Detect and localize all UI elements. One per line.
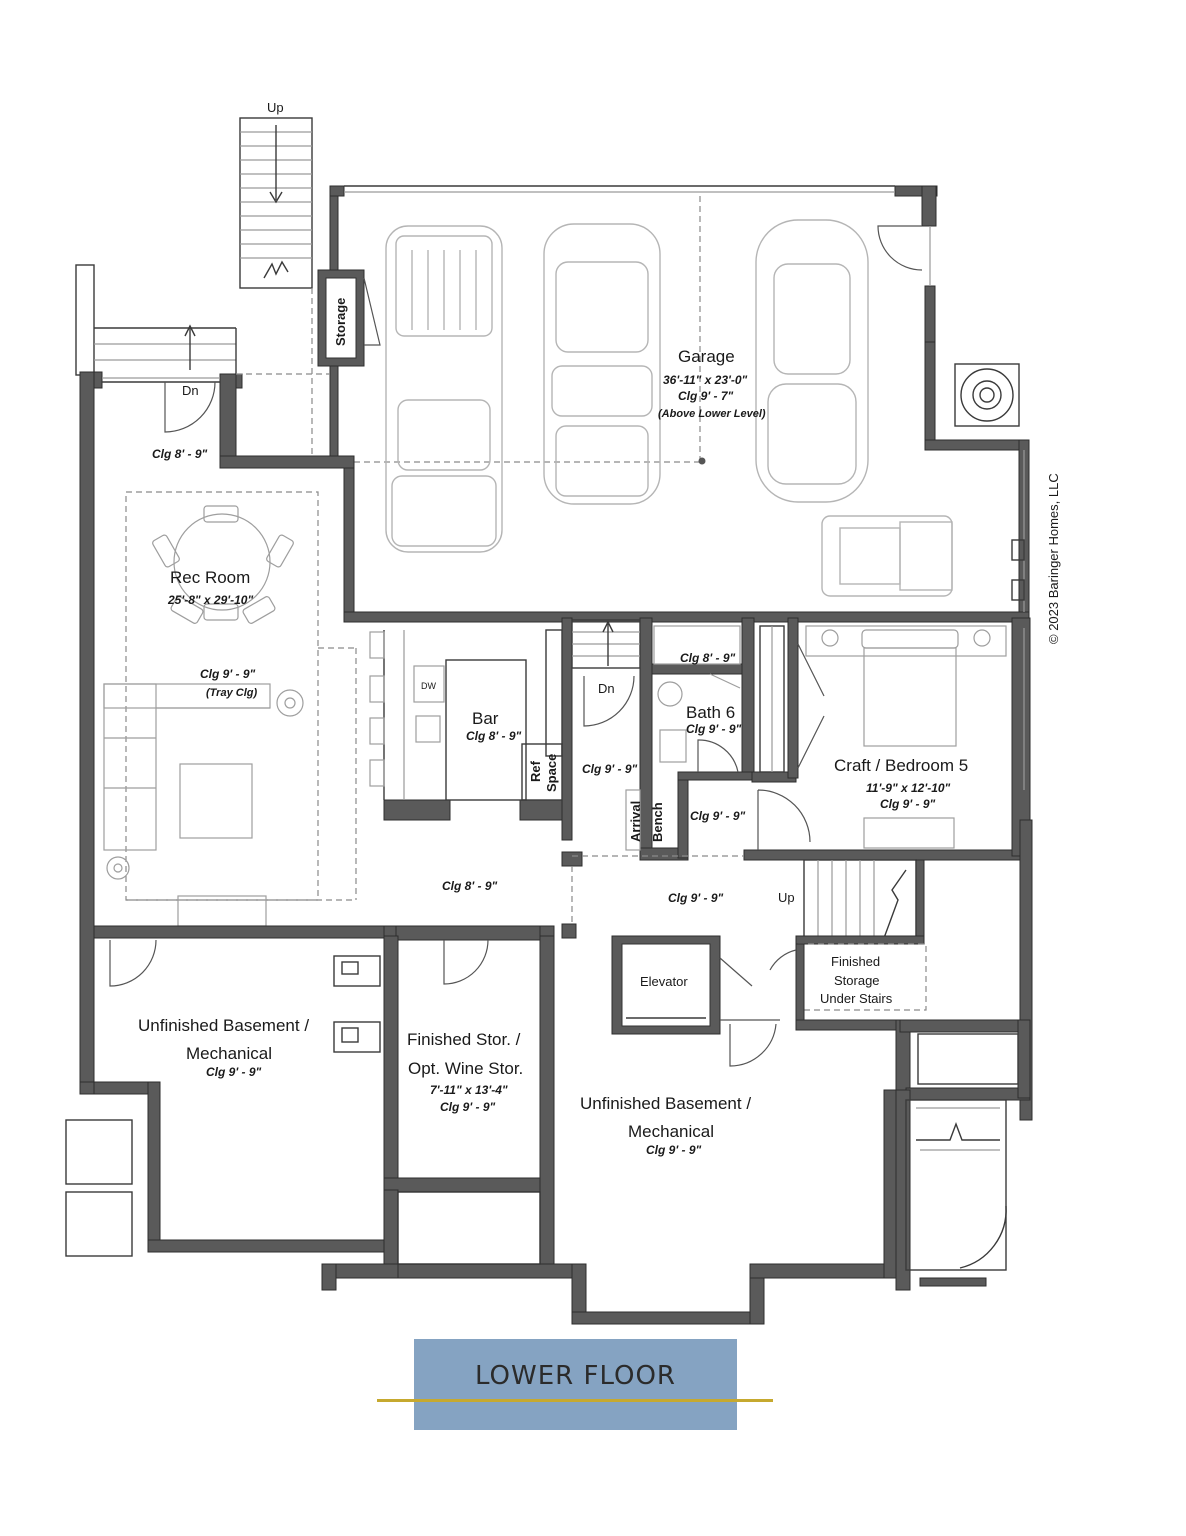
stair-up-hall bbox=[795, 859, 925, 945]
bedroom5-size: 11'-9" x 12'-10" bbox=[866, 781, 951, 795]
unfinished-left-line2: Mechanical bbox=[186, 1044, 272, 1063]
elevator-name: Elevator bbox=[640, 974, 688, 989]
bedroom5-furniture bbox=[805, 625, 1025, 849]
rec-room-ceiling: Clg 9' - 9" bbox=[200, 667, 256, 681]
car-sedan bbox=[755, 219, 869, 503]
entry-dn-label: Dn bbox=[182, 383, 199, 398]
finished-stor-line1: Finished Stor. / bbox=[407, 1030, 521, 1049]
garage-ceiling: Clg 9' - 7" bbox=[678, 389, 734, 403]
title-underline bbox=[377, 1399, 773, 1402]
copyright: © 2023 Baringer Homes, LLC bbox=[1046, 473, 1061, 644]
bath6-door[interactable] bbox=[697, 739, 739, 773]
bar-name: Bar bbox=[472, 709, 499, 728]
golf-cart bbox=[821, 515, 953, 597]
unfinished-left-ceiling: Clg 9' - 9" bbox=[206, 1065, 262, 1079]
finished-storage-line2: Storage bbox=[834, 973, 880, 988]
bath6-ceiling: Clg 9' - 9" bbox=[686, 722, 742, 736]
bar-ceiling: Clg 8' - 9" bbox=[466, 729, 522, 743]
bath6-name: Bath 6 bbox=[686, 703, 735, 722]
floor-title: LOWER FLOOR bbox=[475, 1361, 676, 1391]
entry-ceiling: Clg 8' - 9" bbox=[152, 447, 208, 461]
garage-name: Garage bbox=[678, 347, 735, 366]
garage-size: 36'-11" x 23'-0" bbox=[663, 373, 748, 387]
rec-room-size: 25'-8" x 29'-10" bbox=[167, 593, 253, 607]
bedroom5-ceiling: Clg 9' - 9" bbox=[880, 797, 936, 811]
bedroom5-door[interactable] bbox=[757, 789, 811, 850]
bath6-fixtures bbox=[653, 625, 741, 763]
mechanical-units bbox=[333, 955, 381, 1053]
exterior-stair-top bbox=[239, 117, 313, 289]
dw-label: DW bbox=[421, 681, 436, 691]
garage-side-door[interactable] bbox=[877, 225, 923, 271]
finished-storage-line1: Finished bbox=[831, 954, 880, 969]
rec-room-name: Rec Room bbox=[170, 568, 250, 587]
stair-down-hall bbox=[571, 619, 641, 669]
stair-door[interactable] bbox=[583, 675, 635, 727]
exterior-stair-bottom bbox=[905, 1099, 1007, 1287]
ac-unit bbox=[954, 363, 1020, 427]
finished-stor-size: 7'-11" x 13'-4" bbox=[430, 1083, 508, 1097]
unfinished-right-line2: Mechanical bbox=[628, 1122, 714, 1141]
rec-room-note: (Tray Clg) bbox=[206, 687, 257, 699]
ref-space-line1: Ref bbox=[528, 760, 543, 782]
garage-fixtures bbox=[1011, 539, 1025, 601]
exterior-stair-left bbox=[75, 264, 237, 376]
unfinished-right-line1: Unfinished Basement / bbox=[580, 1094, 751, 1113]
basement-walls bbox=[93, 935, 1031, 1325]
hall-bench-ceiling: Clg 9' - 9" bbox=[690, 809, 746, 823]
ref-space-line2: Space bbox=[544, 754, 559, 792]
hall-main-ceiling: Clg 8' - 9" bbox=[442, 879, 498, 893]
title-banner bbox=[414, 1339, 737, 1430]
arrival-bench-line2: Bench bbox=[650, 802, 665, 842]
bar-counter bbox=[369, 629, 563, 801]
entry-door[interactable] bbox=[164, 381, 216, 433]
unfinished-left-line1: Unfinished Basement / bbox=[138, 1016, 309, 1035]
dining-table bbox=[152, 505, 294, 624]
garage-note: (Above Lower Level) bbox=[658, 408, 766, 420]
hall-right-ceiling: Clg 9' - 9" bbox=[668, 891, 724, 905]
car-truck bbox=[385, 225, 503, 553]
finished-stor-ceiling: Clg 9' - 9" bbox=[440, 1100, 496, 1114]
rec-room-walls bbox=[79, 288, 355, 1095]
hall-up-label: Up bbox=[778, 890, 795, 905]
bedroom5-name: Craft / Bedroom 5 bbox=[834, 756, 968, 775]
sectional-sofa bbox=[103, 683, 304, 927]
elevator bbox=[611, 935, 721, 1035]
stair-up-label: Up bbox=[267, 100, 284, 115]
arrival-bench-line1: Arrival bbox=[628, 801, 643, 842]
car-suv bbox=[543, 223, 661, 505]
bath-upper-ceiling: Clg 8' - 9" bbox=[680, 651, 736, 665]
storage-name: Storage bbox=[333, 298, 348, 346]
finished-storage-line3: Under Stairs bbox=[820, 991, 893, 1006]
hall-dn-label: Dn bbox=[598, 681, 615, 696]
hall-left-ceiling: Clg 9' - 9" bbox=[582, 762, 638, 776]
finished-stor-line2: Opt. Wine Stor. bbox=[408, 1059, 523, 1078]
garage-walls bbox=[329, 185, 1030, 623]
unfinished-right-ceiling: Clg 9' - 9" bbox=[646, 1143, 702, 1157]
